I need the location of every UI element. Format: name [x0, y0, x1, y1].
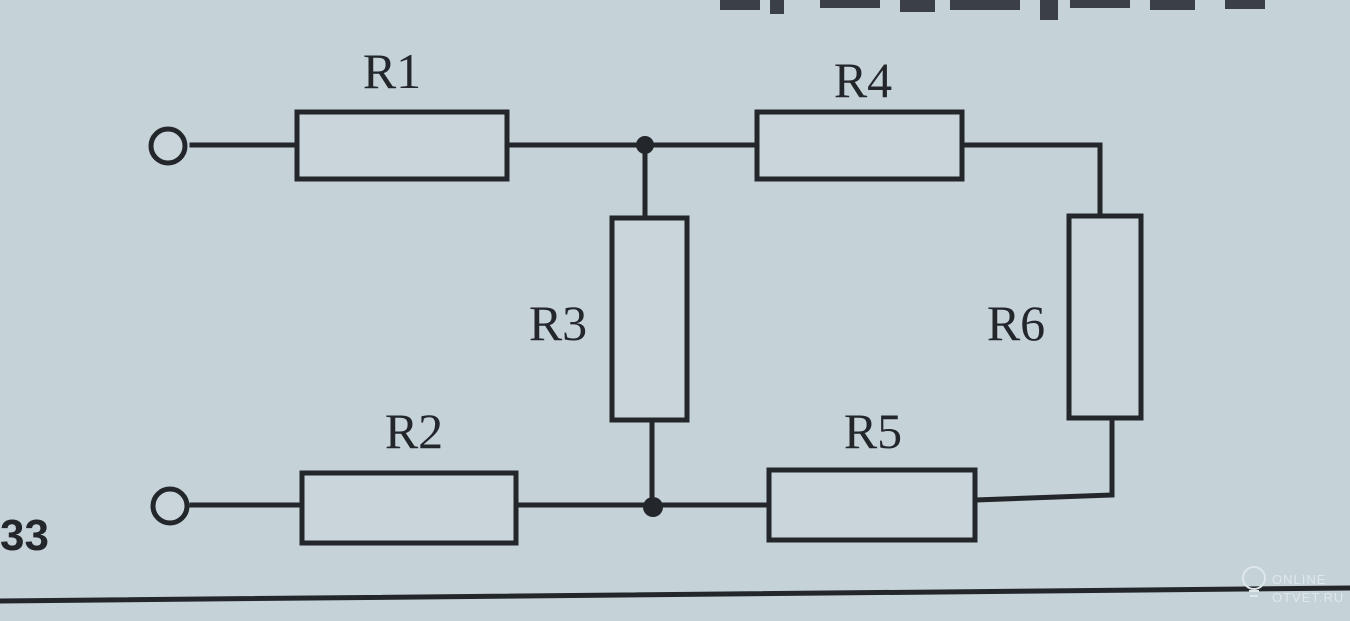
- junction-node-bottom: [643, 497, 663, 517]
- watermark: ONLINE OTVET.RU: [1242, 566, 1344, 605]
- resistor-r4: [754, 109, 965, 182]
- input-terminal-bottom: [150, 486, 190, 526]
- wire-bottom-right: [972, 415, 1115, 503]
- wire-top-right: [959, 142, 1103, 219]
- label-r5: R5: [844, 403, 902, 459]
- resistor-r5: [766, 467, 978, 543]
- cut-off-text-fragment: [720, 0, 1265, 20]
- figure-number: 33: [0, 511, 49, 560]
- label-r4: R4: [834, 52, 892, 108]
- junction-node-top: [636, 136, 654, 154]
- label-r1: R1: [363, 43, 421, 99]
- resistor-r1: [294, 109, 510, 182]
- input-terminal-top: [148, 126, 188, 166]
- resistor-r3: [609, 215, 690, 423]
- label-r6: R6: [987, 295, 1045, 351]
- divider-line: [0, 585, 1350, 604]
- label-r2: R2: [385, 403, 443, 459]
- label-r3: R3: [529, 295, 587, 351]
- watermark-line2: OTVET.RU: [1272, 590, 1344, 605]
- lightbulb-icon: [1242, 566, 1266, 597]
- resistor-r6: [1066, 213, 1144, 421]
- wires: [0, 142, 1350, 604]
- resistor-r2: [299, 470, 519, 546]
- watermark-line1: ONLINE: [1272, 572, 1326, 587]
